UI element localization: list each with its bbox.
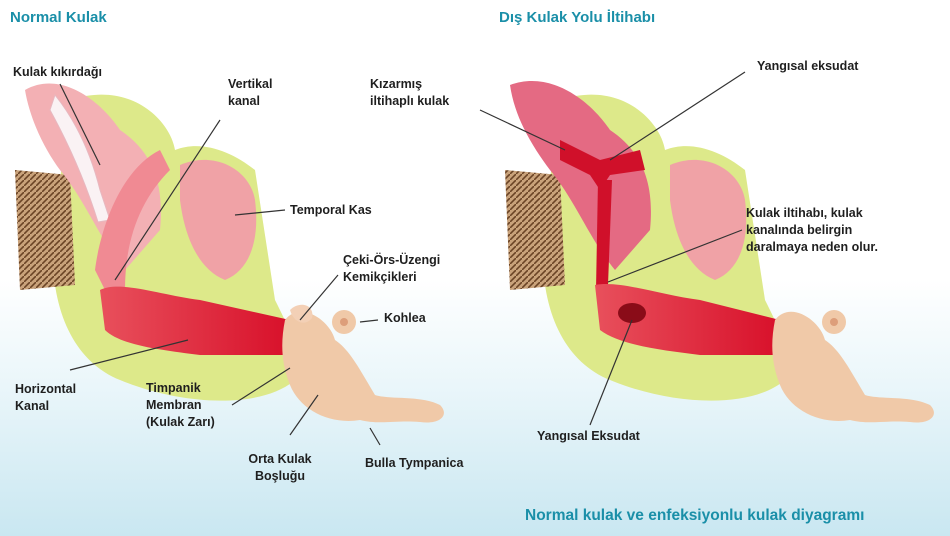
label-exudate-bottom: Yangısal Eksudat: [537, 428, 640, 445]
normal-ear-heading: Normal Kulak: [10, 9, 107, 26]
label-inflammation-note: Kulak iltihabı, kulak kanalında belirgin…: [746, 205, 878, 256]
middle-ear-bulla: [282, 312, 444, 423]
label-bulla: Bulla Tympanica: [365, 455, 463, 472]
label-ear-cartilage: Kulak kıkırdağı: [13, 64, 102, 81]
label-red-ear: Kızarmış iltihaplı kulak: [370, 76, 449, 110]
label-temporal-muscle: Temporal Kas: [290, 202, 372, 219]
normal-fur: [15, 170, 75, 290]
otitis-fur: [505, 170, 565, 290]
label-vertical-canal: Vertikal kanal: [228, 76, 272, 110]
diagram-caption: Normal kulak ve enfeksiyonlu kulak diyag…: [525, 507, 864, 525]
otitis-bulla: [772, 312, 934, 423]
label-tympanic-membrane: Timpanik Membran (Kulak Zarı): [146, 380, 215, 431]
label-horizontal-canal: Horizontal Kanal: [15, 381, 76, 415]
label-middle-ear: Orta Kulak Boşluğu: [240, 451, 320, 485]
otitis-heading: Dış Kulak Yolu İltihabı: [499, 9, 655, 26]
label-ossicles: Çeki-Örs-Üzengi Kemikçikleri: [343, 252, 440, 286]
label-cochlea: Kohlea: [384, 310, 426, 327]
label-exudate-top: Yangısal eksudat: [757, 58, 858, 75]
